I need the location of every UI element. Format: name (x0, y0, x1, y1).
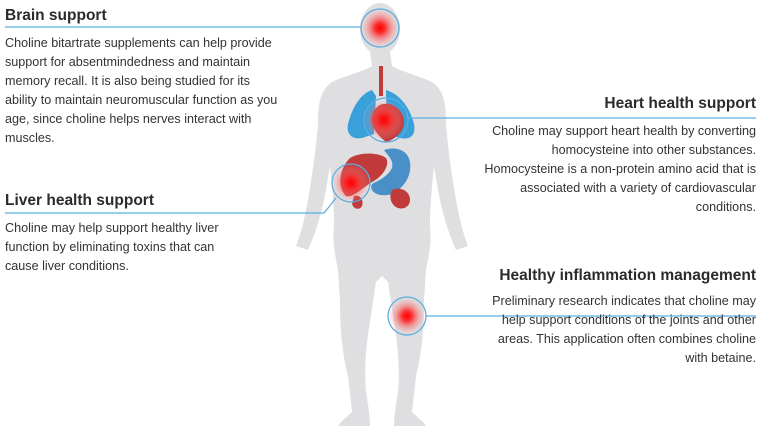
hotspots (332, 8, 426, 335)
hotspot-heart (364, 100, 404, 140)
callout-title: Healthy inflammation management (499, 267, 756, 284)
hotspot-knee (388, 297, 426, 335)
callout-text: Choline may help support healthy liver f… (5, 221, 219, 274)
trachea (379, 66, 383, 96)
callout-title: Heart health support (604, 95, 756, 112)
ring-liver (331, 163, 371, 203)
callout-title: Liver health support (5, 192, 154, 209)
leader-liver (5, 197, 337, 214)
torso-and-legs (296, 52, 468, 426)
callout-text: Preliminary research indicates that chol… (492, 294, 756, 365)
stomach (371, 148, 411, 196)
hotspot-rings (331, 8, 427, 336)
callout-heart-health: Heart health support Choline may support… (480, 93, 756, 217)
callout-brain-support: Brain support Choline bitartrate supplem… (5, 5, 280, 148)
ring-heart (363, 97, 409, 143)
callout-inflammation-management: Healthy inflammation management Prelimin… (486, 262, 756, 368)
callout-title: Brain support (5, 7, 107, 24)
callout-liver-health: Liver health support Choline may help su… (5, 190, 250, 276)
leader-lines (5, 26, 756, 317)
hotspot-brain (360, 8, 400, 48)
intestine-kidney (390, 188, 410, 209)
callout-text: Choline bitartrate supplements can help … (5, 36, 278, 146)
callout-text: Choline may support heart health by conv… (484, 124, 756, 215)
hotspot-liver (332, 164, 370, 202)
ring-brain (360, 8, 400, 48)
